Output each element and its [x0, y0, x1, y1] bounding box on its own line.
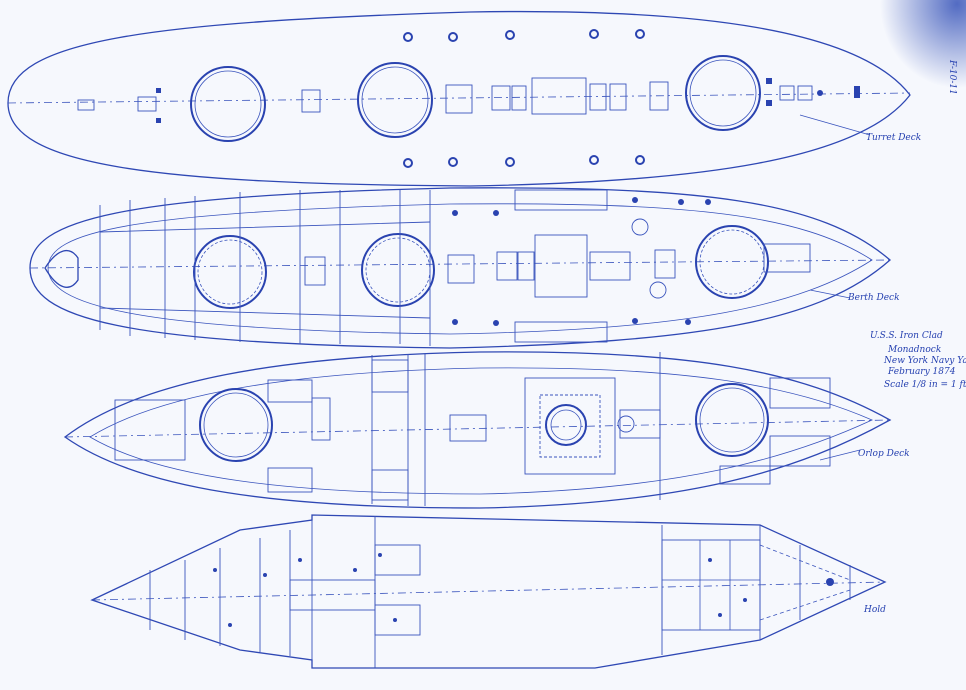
title-line-5: Scale 1/8 in = 1 ft: [884, 380, 966, 390]
title-line-1: U.S.S. Iron Clad: [870, 331, 943, 341]
turret-deck-plan: Turret Deck: [7, 10, 921, 187]
title-line-3: New York Navy Yard: [883, 356, 966, 366]
hold-plan: Hold: [90, 514, 887, 669]
berth-deck-plan: Berth Deck: [29, 187, 900, 349]
title-block: U.S.S. Iron Clad Monadnock New York Navy…: [870, 331, 966, 390]
title-line-2: Monadnock: [887, 345, 941, 355]
orlop-deck-plan: Orlop Deck: [63, 351, 910, 509]
title-line-4: February 1874: [887, 367, 956, 377]
orlop-deck-label: Orlop Deck: [858, 449, 910, 459]
ink-stain: [880, 0, 966, 100]
hold-label: Hold: [863, 605, 886, 615]
turret-deck-label: Turret Deck: [866, 133, 921, 143]
margin-note: F-10-11: [947, 59, 957, 95]
berth-deck-label: Berth Deck: [847, 293, 900, 303]
